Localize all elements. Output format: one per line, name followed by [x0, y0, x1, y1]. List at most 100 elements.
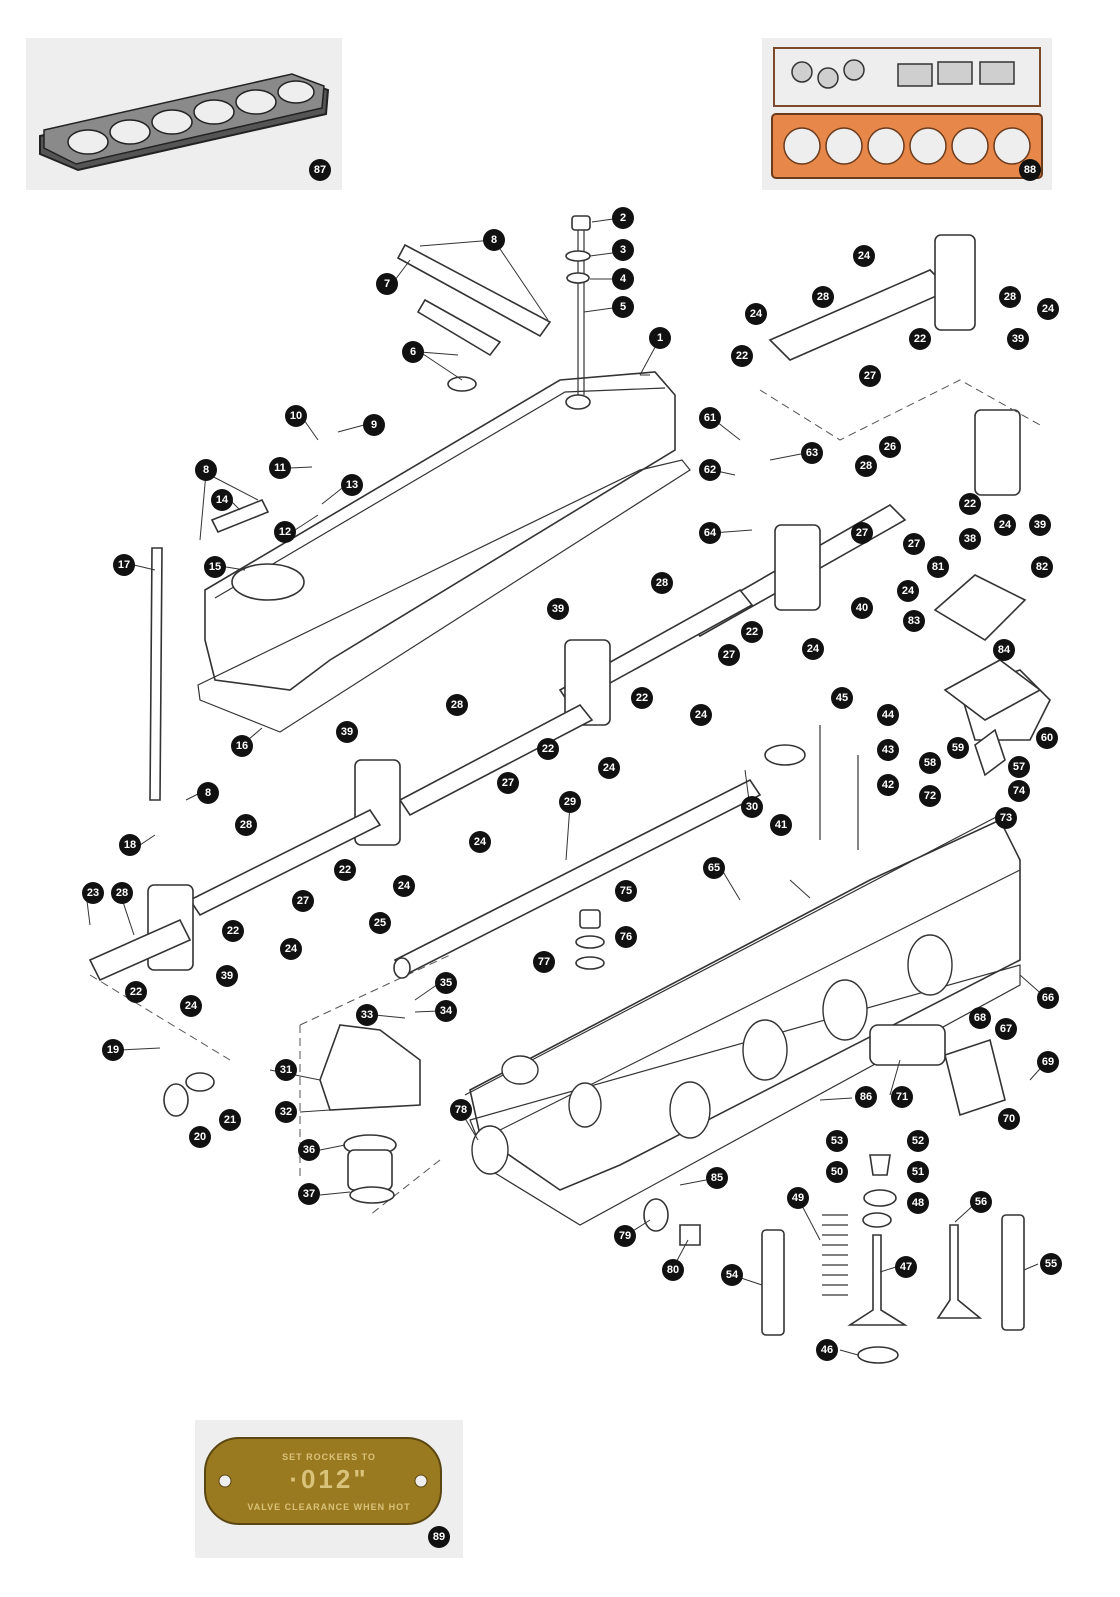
svg-text:67: 67 — [1000, 1023, 1012, 1035]
svg-text:28: 28 — [240, 819, 252, 831]
callout-27d: 27 — [497, 772, 519, 794]
svg-text:75: 75 — [620, 885, 632, 897]
callout-14: 14 — [211, 489, 233, 511]
callout-20: 20 — [189, 1126, 211, 1148]
svg-text:21: 21 — [224, 1114, 236, 1126]
callout-33: 33 — [356, 1004, 378, 1026]
svg-text:24: 24 — [603, 762, 616, 774]
svg-text:57: 57 — [1013, 761, 1025, 773]
callout-57: 57 — [1008, 756, 1030, 778]
callout-68: 68 — [969, 1007, 991, 1029]
callout-39c: 39 — [547, 598, 569, 620]
svg-text:47: 47 — [900, 1261, 912, 1273]
svg-text:39: 39 — [552, 603, 564, 615]
gasket-set-illustration — [771, 47, 1043, 179]
svg-text:39: 39 — [341, 726, 353, 738]
svg-text:54: 54 — [726, 1269, 739, 1281]
svg-text:39: 39 — [1012, 333, 1024, 345]
svg-text:38: 38 — [964, 533, 976, 545]
svg-text:45: 45 — [836, 692, 848, 704]
svg-text:17: 17 — [118, 559, 130, 571]
svg-text:27: 27 — [723, 649, 735, 661]
svg-text:24: 24 — [474, 836, 487, 848]
callout-51: 51 — [907, 1161, 929, 1183]
svg-text:24: 24 — [750, 308, 763, 320]
svg-text:27: 27 — [864, 370, 876, 382]
rocker-cover — [197, 371, 691, 733]
svg-text:62: 62 — [704, 464, 716, 476]
svg-text:72: 72 — [924, 790, 936, 802]
svg-text:82: 82 — [1036, 561, 1048, 573]
callout-29: 29 — [559, 791, 581, 813]
svg-text:84: 84 — [998, 644, 1011, 656]
svg-text:78: 78 — [455, 1104, 467, 1116]
svg-text:43: 43 — [882, 744, 894, 756]
callout-31: 31 — [275, 1059, 297, 1081]
svg-text:33: 33 — [361, 1009, 373, 1021]
callout-40: 40 — [851, 597, 873, 619]
callout-84: 84 — [993, 639, 1015, 661]
callout-66: 66 — [1037, 987, 1059, 1009]
svg-text:22: 22 — [636, 692, 648, 704]
callout-81: 81 — [927, 556, 949, 578]
callout-60: 60 — [1036, 727, 1058, 749]
callout-24b: 24 — [745, 303, 767, 325]
svg-text:22: 22 — [339, 864, 351, 876]
svg-text:42: 42 — [882, 779, 894, 791]
svg-text:9: 9 — [371, 419, 377, 431]
svg-text:64: 64 — [704, 527, 717, 539]
callout-24a: 24 — [853, 245, 875, 267]
svg-text:4: 4 — [620, 273, 627, 285]
callout-50: 50 — [826, 1161, 848, 1183]
callout-22e: 22 — [631, 687, 653, 709]
callout-22f: 22 — [537, 738, 559, 760]
callout-83: 83 — [903, 610, 925, 632]
callout-85: 85 — [706, 1167, 728, 1189]
svg-text:24: 24 — [1042, 303, 1055, 315]
svg-text:25: 25 — [374, 917, 386, 929]
callout-24i: 24 — [469, 831, 491, 853]
callout-53: 53 — [826, 1130, 848, 1152]
svg-text:16: 16 — [236, 740, 248, 752]
svg-text:60: 60 — [1041, 732, 1053, 744]
svg-text:86: 86 — [860, 1091, 872, 1103]
callout-22a: 22 — [731, 345, 753, 367]
callout-32: 32 — [275, 1101, 297, 1123]
callout-24k: 24 — [280, 938, 302, 960]
svg-text:24: 24 — [858, 250, 871, 262]
svg-text:12: 12 — [279, 526, 291, 538]
callout-47: 47 — [895, 1256, 917, 1278]
callout-26: 26 — [879, 436, 901, 458]
callout-65: 65 — [703, 857, 725, 879]
svg-text:7: 7 — [384, 278, 390, 290]
callout-9: 9 — [363, 414, 385, 436]
callout-5: 5 — [612, 296, 634, 318]
svg-text:46: 46 — [821, 1344, 833, 1356]
callout-28c: 28 — [855, 455, 877, 477]
svg-text:8: 8 — [491, 234, 497, 246]
svg-text:28: 28 — [656, 577, 668, 589]
svg-text:65: 65 — [708, 862, 720, 874]
callout-41: 41 — [770, 814, 792, 836]
svg-text:53: 53 — [831, 1135, 843, 1147]
plate-text-line-3: VALVE CLEARANCE WHEN HOT — [247, 1502, 411, 1512]
svg-text:35: 35 — [440, 977, 452, 989]
svg-text:30: 30 — [746, 801, 758, 813]
callout-56: 56 — [970, 1191, 992, 1213]
svg-text:59: 59 — [952, 742, 964, 754]
svg-text:74: 74 — [1013, 785, 1026, 797]
callout-36: 36 — [298, 1139, 320, 1161]
svg-text:48: 48 — [912, 1197, 924, 1209]
inset-gasket-set: 88 — [762, 38, 1052, 190]
callout-22c: 22 — [959, 493, 981, 515]
svg-text:37: 37 — [303, 1188, 315, 1200]
svg-text:51: 51 — [912, 1166, 924, 1178]
callout-55: 55 — [1040, 1253, 1062, 1275]
callout-46: 46 — [816, 1339, 838, 1361]
callout-27a: 27 — [859, 365, 881, 387]
svg-text:79: 79 — [619, 1230, 631, 1242]
callout-25: 25 — [369, 912, 391, 934]
callout-24h: 24 — [598, 757, 620, 779]
callout-48: 48 — [907, 1192, 929, 1214]
callout-24f: 24 — [802, 638, 824, 660]
